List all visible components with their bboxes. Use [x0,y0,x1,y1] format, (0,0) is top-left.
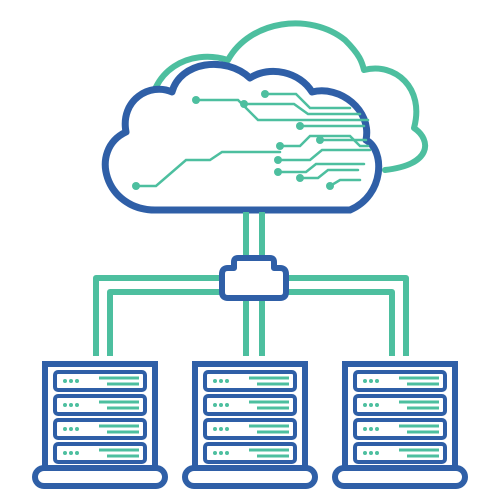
indicator-light [369,427,373,431]
server-unit [353,418,447,440]
indicator-light [213,451,217,455]
indicator-light [363,379,367,383]
indicator-light [63,379,67,383]
indicator-light [213,427,217,431]
cloud-connection-lines [243,212,265,262]
indicator-light [225,427,229,431]
indicator-light [63,451,67,455]
indicator-light [75,403,79,407]
server-unit [353,394,447,416]
indicator-light [219,427,223,431]
server-rack-icon [182,361,318,489]
server-unit [203,418,297,440]
indicator-light [369,403,373,407]
indicator-light [363,451,367,455]
network-lines [93,275,409,356]
server-rack-icon [332,361,468,489]
indicator-light [369,451,373,455]
indicator-light [69,379,73,383]
indicator-light [213,379,217,383]
server-unit [203,442,297,464]
server-unit [353,442,447,464]
server-unit [353,370,447,392]
indicator-light [225,379,229,383]
indicator-light [375,451,379,455]
server-rack-base [332,465,468,489]
indicator-light [375,403,379,407]
indicator-light [63,403,67,407]
indicator-light [219,451,223,455]
server-unit [53,442,147,464]
indicator-light [225,451,229,455]
back-cloud-icon [146,20,429,173]
connector-hub-icon [219,255,289,301]
server-unit [53,394,147,416]
server-rack-icon [32,361,168,489]
indicator-light [363,427,367,431]
indicator-light [369,379,373,383]
circuit-icon [134,92,372,188]
indicator-light [225,403,229,407]
server-unit [203,370,297,392]
indicator-light [63,427,67,431]
indicator-light [213,403,217,407]
indicator-light [363,403,367,407]
server-racks [32,361,468,489]
server-unit [53,370,147,392]
indicator-light [375,427,379,431]
indicator-light [69,403,73,407]
indicator-light [75,427,79,431]
circuit-node-dots [132,90,334,190]
indicator-light [219,379,223,383]
server-rack-base [32,465,168,489]
indicator-light [219,403,223,407]
indicator-light [375,379,379,383]
server-unit [203,394,297,416]
indicator-light [69,427,73,431]
indicator-light [75,379,79,383]
server-unit [53,418,147,440]
indicator-light [69,451,73,455]
indicator-light [75,451,79,455]
server-rack-base [182,465,318,489]
